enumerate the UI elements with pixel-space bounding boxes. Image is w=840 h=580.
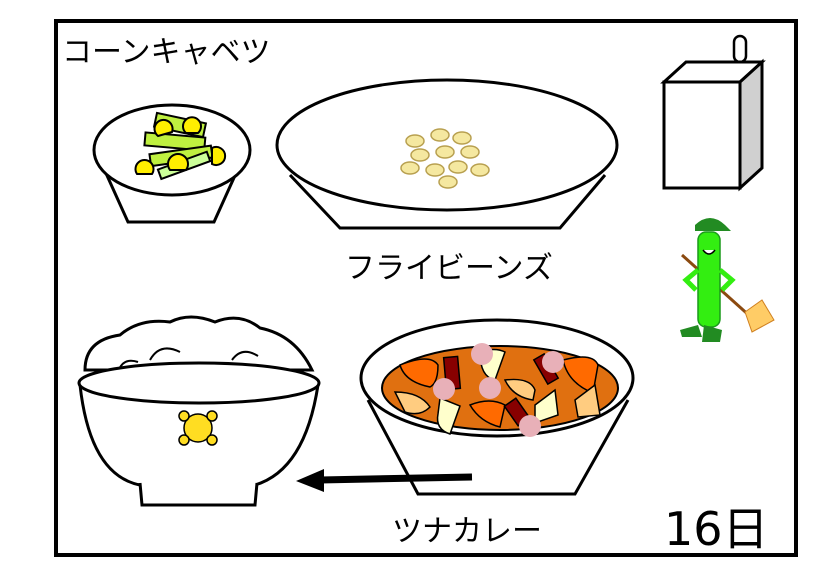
beans-dish: [275, 78, 619, 230]
milk-carton: [660, 34, 766, 192]
salad-label: コーンキャベツ: [62, 35, 271, 70]
corn-kernels: [134, 116, 227, 175]
tuna-pieces: [433, 343, 564, 437]
main-label: ツナカレー: [392, 514, 542, 549]
fried-beans: [400, 128, 490, 189]
salad-bowl: [92, 103, 252, 224]
bread-logo-icon: [178, 410, 218, 446]
side-label: フライビーンズ: [345, 251, 553, 286]
curry-ingredients: [393, 348, 601, 435]
mascot-character: [680, 218, 775, 342]
curry-bowl: [359, 318, 635, 496]
date-label: 16日: [664, 502, 769, 556]
rice-bowl: [77, 315, 321, 507]
arrow-icon: [296, 469, 473, 492]
